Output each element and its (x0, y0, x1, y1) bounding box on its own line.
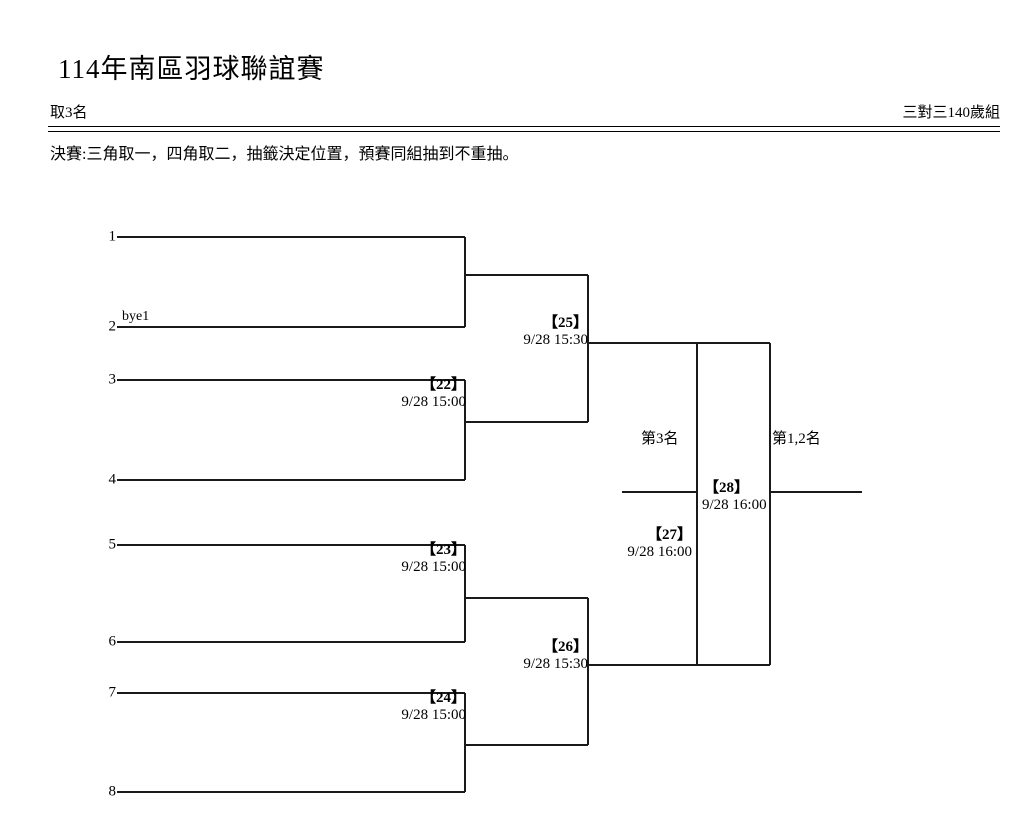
seed-label-4: 4 (108, 471, 117, 488)
place-label-third: 第3名 (641, 431, 679, 447)
seed-label-6: 6 (108, 633, 117, 650)
header-divider (48, 126, 1000, 132)
rank-note: 取3名 (50, 105, 88, 121)
seed-label-5: 5 (108, 536, 117, 553)
match-24: 【24】 9/28 15:00 (306, 690, 466, 725)
match-23: 【23】 9/28 15:00 (306, 542, 466, 577)
match-22: 【22】 9/28 15:00 (306, 377, 466, 412)
match-28: 【28】 9/28 16:00 (702, 480, 778, 515)
category-label: 三對三140歲組 (902, 105, 1000, 121)
seed-label-8: 8 (108, 783, 117, 800)
match-25-time: 9/28 15:30 (523, 332, 588, 349)
seed-label-1: 1 (108, 228, 117, 245)
match-26-time: 9/28 15:30 (523, 656, 588, 673)
match-27-id: 【27】 (646, 527, 692, 543)
match-25: 【25】 9/28 15:30 (428, 315, 588, 350)
match-28-id: 【28】 (704, 480, 750, 496)
match-24-id: 【24】 (420, 690, 466, 706)
seed-label-3: 3 (108, 371, 117, 388)
match-27: 【27】 9/28 16:00 (537, 527, 692, 562)
match-22-id: 【22】 (420, 377, 466, 393)
match-28-time: 9/28 16:00 (702, 497, 767, 514)
place-label-first-second: 第1,2名 (772, 431, 821, 447)
bye-tag-seed-2: bye1 (122, 309, 150, 324)
match-27-time: 9/28 16:00 (627, 544, 692, 561)
match-22-time: 9/28 15:00 (401, 394, 466, 411)
page-title: 114年南區羽球聯誼賽 (58, 54, 325, 84)
match-26: 【26】 9/28 15:30 (428, 639, 588, 674)
match-26-id: 【26】 (542, 639, 588, 655)
rules-note: 決賽:三角取一，四角取二，抽籤決定位置，預賽同組抽到不重抽。 (50, 146, 519, 163)
match-24-time: 9/28 15:00 (401, 707, 466, 724)
match-23-time: 9/28 15:00 (401, 559, 466, 576)
match-23-id: 【23】 (420, 542, 466, 558)
seed-label-2: 2 (108, 318, 117, 335)
match-25-id: 【25】 (542, 315, 588, 331)
seed-label-7: 7 (108, 684, 117, 701)
